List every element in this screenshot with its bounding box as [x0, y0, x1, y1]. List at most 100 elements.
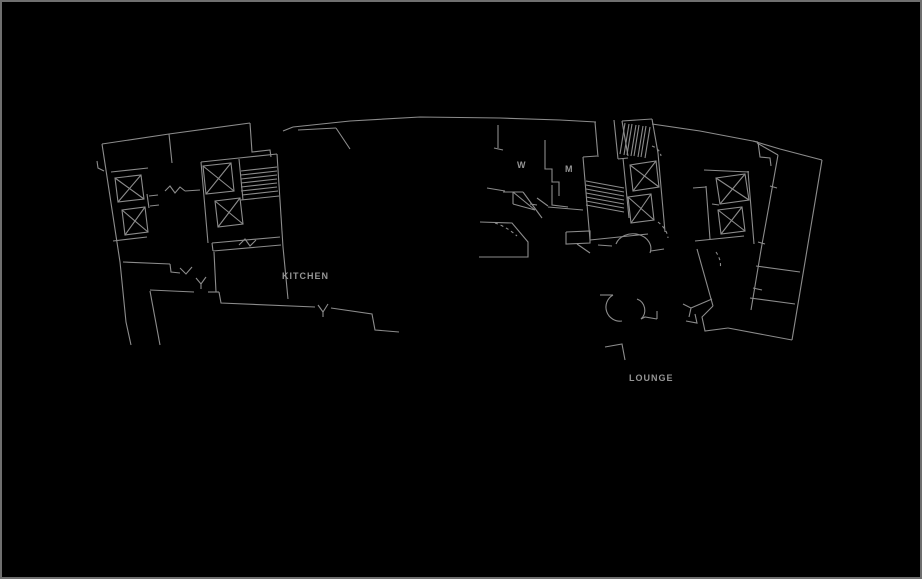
wall-line — [512, 191, 536, 211]
elevator-shaft — [114, 174, 145, 203]
wall-line — [791, 159, 823, 341]
room-label-lounge: LOUNGE — [629, 373, 674, 383]
stair-tread-line — [241, 190, 279, 196]
wall-line — [690, 298, 713, 309]
wall-line — [621, 118, 653, 122]
elevator-shaft — [627, 193, 655, 224]
wall-line — [651, 118, 659, 154]
elevator-x-diagonal — [217, 197, 241, 228]
wall-line — [149, 290, 161, 346]
wall-line — [282, 126, 294, 132]
wall-line — [184, 189, 201, 192]
stair-tread-line — [585, 188, 625, 197]
stair-tread-line — [619, 122, 626, 155]
stair-tread-line — [585, 180, 625, 189]
walls-layer — [96, 116, 823, 361]
elevator-x-diagonal — [720, 206, 743, 235]
elevator-x-diagonal — [719, 173, 746, 205]
wall-line — [112, 236, 148, 242]
wall-line — [576, 243, 591, 254]
wall-line — [597, 244, 613, 247]
stair-tread-line — [585, 204, 625, 213]
wall-line — [317, 303, 329, 313]
curved-wall — [605, 294, 623, 322]
wall-line — [640, 316, 658, 320]
wall-line — [148, 194, 159, 197]
door-swing-arc — [715, 251, 722, 270]
door-swing-arc — [651, 145, 662, 157]
stair-tread-line — [240, 178, 278, 184]
room-label-w: W — [517, 160, 526, 170]
door-swing-arc — [494, 222, 518, 237]
wall-line — [701, 305, 729, 332]
wall-line — [486, 187, 506, 192]
elevator-x-diagonal — [124, 206, 146, 236]
wall-line — [238, 238, 257, 247]
wall-line — [755, 265, 801, 273]
wall-line — [651, 123, 759, 143]
stair-tread-line — [585, 192, 625, 201]
wall-line — [752, 287, 763, 291]
wall-line — [146, 193, 150, 209]
wall-line — [696, 248, 714, 307]
stair-tread-line — [240, 182, 278, 188]
stair-tread-line — [630, 124, 637, 157]
wall-line — [179, 266, 193, 275]
wall-line — [493, 147, 504, 151]
stair-tread-line — [644, 126, 651, 159]
right-core-top-stair — [619, 122, 651, 159]
wall-line — [594, 121, 599, 158]
elevator-shaft — [121, 206, 149, 236]
wall-line — [149, 289, 195, 293]
stair-tread-line — [633, 124, 640, 157]
stair-tread-line — [626, 123, 633, 156]
wall-line — [212, 244, 282, 252]
elevator-x-diagonal — [205, 162, 232, 195]
wall-line — [164, 185, 186, 194]
elevator-shaft — [214, 197, 244, 228]
wall-line — [200, 153, 278, 163]
stair-tread-line — [623, 123, 630, 156]
wall-line — [101, 143, 132, 346]
elevator-x-diagonal — [630, 193, 652, 224]
elevator-shaft — [629, 160, 660, 192]
elevator-x-diagonal — [632, 160, 657, 192]
wall-line — [211, 242, 214, 252]
wall-line — [749, 297, 796, 305]
stair-tread-line — [640, 125, 647, 158]
wall-line — [604, 343, 626, 361]
stair-tread-line — [240, 174, 278, 180]
wall-line — [727, 327, 793, 341]
wall-line — [757, 241, 766, 245]
stair-tread-line — [240, 186, 278, 192]
wall-line — [101, 122, 251, 145]
stair-tread-line — [240, 170, 278, 176]
left-core-stair — [240, 166, 279, 196]
stair-tread-line — [585, 184, 625, 193]
wall-line — [622, 157, 630, 219]
wall-line — [297, 127, 337, 131]
wall-line — [769, 185, 778, 189]
stair-tread-line — [585, 200, 625, 209]
wall-line — [752, 140, 823, 161]
curved-wall — [615, 233, 652, 254]
wall-line — [682, 303, 692, 318]
wall-line — [756, 142, 779, 156]
wall-line — [692, 186, 707, 189]
wall-line — [705, 185, 711, 240]
elevator-shaft — [715, 173, 750, 205]
wall-line — [750, 154, 779, 311]
wall-line — [240, 195, 280, 201]
wall-line — [522, 191, 543, 219]
wall-line — [110, 167, 149, 173]
wall-line — [512, 203, 536, 211]
wall-line — [330, 307, 400, 333]
wall-line — [529, 203, 538, 206]
wall-line — [547, 206, 584, 211]
stair-tread-line — [240, 166, 278, 172]
wall-line — [96, 160, 105, 172]
wall-line — [238, 158, 244, 201]
